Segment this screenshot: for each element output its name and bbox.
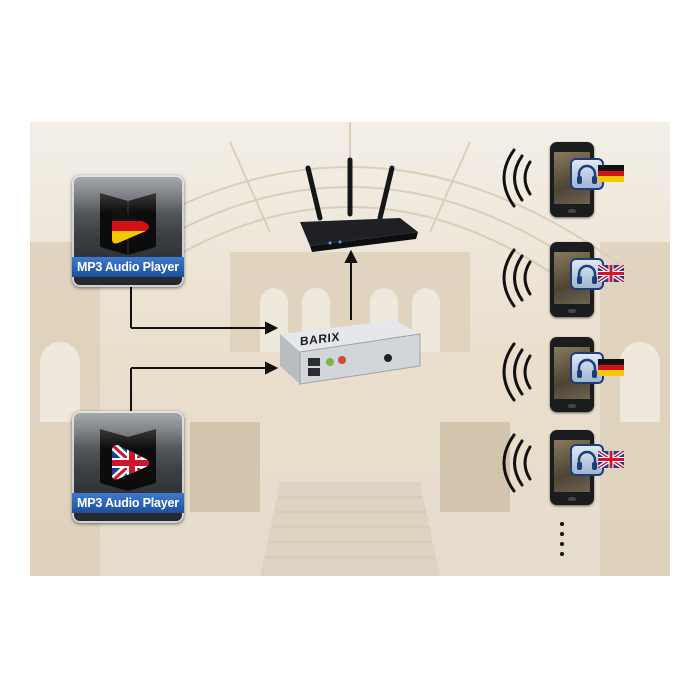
app-label: MP3 Audio Player xyxy=(72,257,184,277)
more-devices-ellipsis xyxy=(559,522,565,562)
app-label: MP3 Audio Player xyxy=(72,493,184,513)
uk-flag-icon xyxy=(598,265,624,282)
uk-flag-icon xyxy=(598,451,624,468)
barix-device xyxy=(280,320,421,385)
germany-flag-icon xyxy=(598,165,624,182)
german-mp3-app-icon[interactable]: MP3 Audio Player xyxy=(72,175,184,287)
diagram-scene: BARIX MP3 Audio Player xyxy=(30,122,670,576)
wifi-router-icon xyxy=(300,157,418,252)
english-mp3-app-icon[interactable]: MP3 Audio Player xyxy=(72,411,184,523)
germany-flag-icon xyxy=(598,359,624,376)
